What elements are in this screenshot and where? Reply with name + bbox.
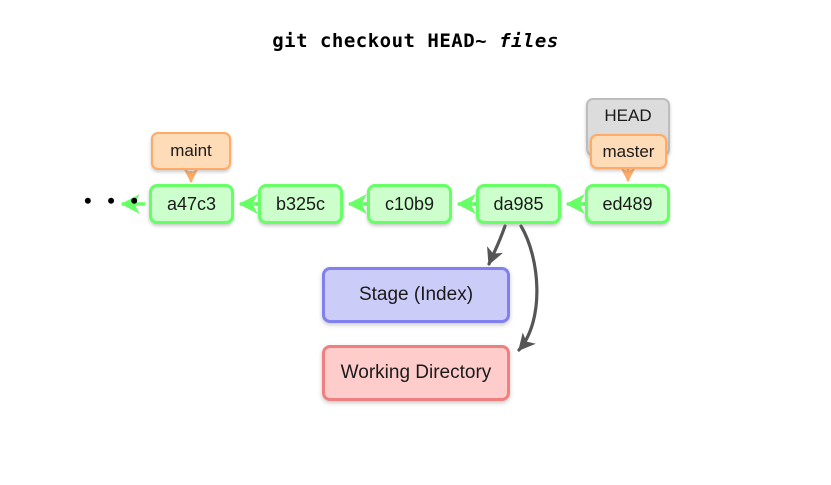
commit-node-c10b9[interactable]: c10b9: [367, 184, 452, 224]
title-command: git checkout HEAD~: [272, 30, 500, 52]
commit-node-b325c[interactable]: b325c: [258, 184, 343, 224]
commit-node-da985[interactable]: da985: [476, 184, 561, 224]
branch-label-maint[interactable]: maint: [151, 132, 231, 170]
page-title: git checkout HEAD~ files: [0, 30, 831, 52]
branch-label-master[interactable]: master: [590, 134, 667, 169]
stage-index-box[interactable]: Stage (Index): [322, 267, 510, 323]
commit-node-a47c3[interactable]: a47c3: [149, 184, 234, 224]
arrow-da985-to-working-directory: [517, 224, 539, 352]
working-directory-box[interactable]: Working Directory: [322, 345, 510, 401]
ref-arrows: [183, 167, 636, 184]
history-ellipsis: • • •: [84, 188, 144, 213]
commit-node-ed489[interactable]: ed489: [585, 184, 670, 224]
title-argument: files: [499, 30, 559, 52]
arrow-da985-to-stage: [487, 224, 507, 266]
